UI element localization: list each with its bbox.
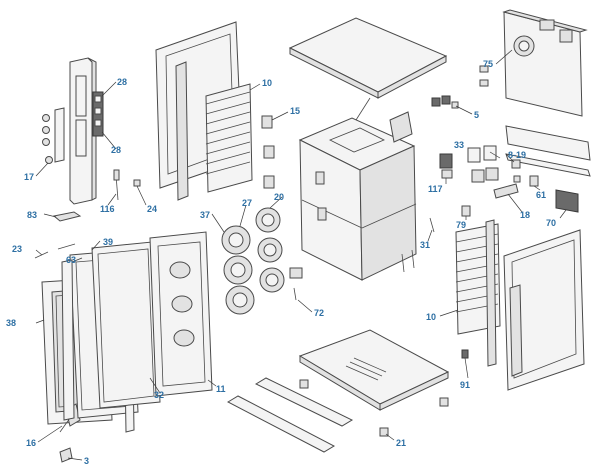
control-column [69,57,97,205]
leader-lines [35,49,567,461]
filter-15 [261,115,275,189]
callout-11: 11 [216,384,226,394]
part-61 [529,175,539,187]
inner-glass-32 [91,241,161,409]
callout-5: 5 [474,110,479,120]
feet-21 [299,379,449,437]
rack-left-10 [205,83,253,193]
callout-63: 63 [66,255,76,265]
callout-38: 38 [6,318,16,328]
relay-117 [439,153,453,179]
top-cover [288,17,448,121]
callout-28b: 28 [111,145,121,155]
callout-15: 15 [290,106,300,116]
components-5 [431,95,459,109]
inner-door-11 [149,231,213,397]
callout-10a: 10 [262,78,272,88]
callout-61: 61 [536,190,546,200]
callout-83: 83 [27,210,37,220]
rear-rail [505,125,591,177]
oven-cavity [298,111,417,281]
callout-23: 23 [12,244,22,254]
front-rail [226,377,354,453]
callout-20: 20 [274,192,284,202]
probe-116 [113,169,120,201]
board-70 [555,189,579,213]
control-board-28 [92,91,104,137]
callout-labels: 28 28 17 116 24 83 23 63 39 38 32 11 16 … [6,59,556,466]
knob-panel [42,107,65,164]
fan-assembly [221,207,303,315]
callout-117: 117 [428,184,443,194]
parts-8-19 [511,159,521,183]
callout-37: 37 [200,210,210,220]
part-24 [133,179,141,187]
handle-83 [52,211,82,222]
callout-16: 16 [26,438,36,448]
contactors-33 [467,145,499,183]
back-panel [479,9,588,117]
callout-28a: 28 [117,77,127,87]
callout-91: 91 [460,380,470,390]
part-79 [461,205,471,217]
callout-70: 70 [546,218,556,228]
callout-10b: 10 [426,312,436,322]
callout-3: 3 [84,456,89,466]
callout-31: 31 [420,240,430,250]
callout-79: 79 [456,220,466,230]
callout-116: 116 [100,204,115,214]
callout-75: 75 [483,59,493,69]
callout-32: 32 [154,390,164,400]
rack-right-10 [455,219,501,367]
callout-8-19: 8-19 [508,150,526,160]
sensor-31 [429,217,435,233]
base-plate [298,329,450,411]
callout-33: 33 [454,140,464,150]
foot-91 [461,349,469,359]
callout-18: 18 [520,210,530,220]
callout-72: 72 [314,308,324,318]
callout-21: 21 [396,438,406,448]
callout-17: 17 [24,172,34,182]
callout-24: 24 [147,204,157,214]
callout-27: 27 [242,198,252,208]
right-side-panel [503,229,585,391]
hinge-3 [59,447,73,463]
callout-39: 39 [103,237,113,247]
terminal-18 [493,183,519,199]
